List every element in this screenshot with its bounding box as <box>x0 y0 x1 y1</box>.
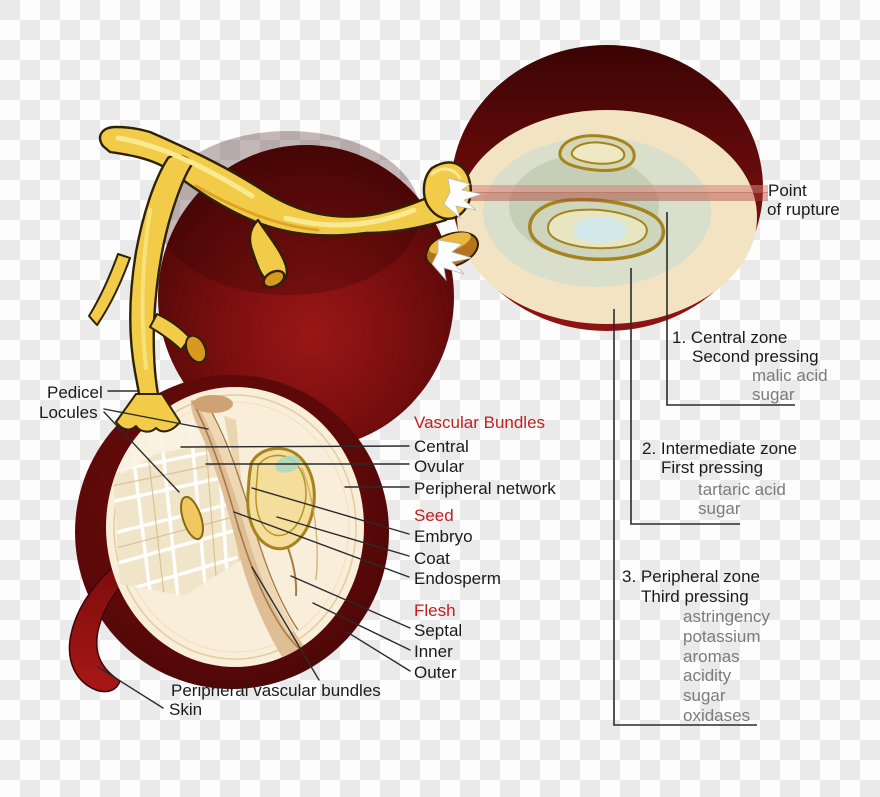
label-zone1-pressing: Second pressing <box>692 347 819 366</box>
zone-connector-2 <box>630 268 740 525</box>
label-inner: Inner <box>414 642 453 661</box>
label-peripheral-network: Peripheral network <box>414 479 556 498</box>
zone-connector-1 <box>666 212 795 406</box>
label-zone1: 1. Central zone <box>672 328 788 347</box>
seed-top <box>558 134 636 172</box>
label-coat: Coat <box>414 549 450 568</box>
pedicel-curl-cap <box>262 269 286 289</box>
tear-burst-upper <box>443 177 484 220</box>
label-skin: Skin <box>169 700 203 719</box>
leader-central <box>180 445 410 448</box>
tear-burst-lower <box>431 239 473 282</box>
cut-grape-cross-section <box>451 45 768 331</box>
leader-outer <box>346 631 411 672</box>
seed-bottom <box>528 197 665 262</box>
label-endosperm: Endosperm <box>414 569 501 588</box>
label-septal: Septal <box>414 621 463 640</box>
peripheral-network-ring <box>113 394 357 660</box>
label-zone2: 2. Intermediate zone <box>642 439 797 458</box>
pedicel-twig <box>88 253 131 326</box>
pedicel-branchlet-pad <box>184 334 208 364</box>
cut-grape-longitudinal <box>68 375 389 693</box>
label-zone2-compound: tartaric acid <box>698 480 786 499</box>
label-outer: Outer <box>414 663 457 682</box>
leader-skin <box>97 666 164 709</box>
zone-connectors <box>613 212 795 726</box>
zone-connector-3 <box>613 309 757 726</box>
label-zone2-pressing: First pressing <box>661 458 764 477</box>
label-point-of-rupture-line2: of rupture <box>767 200 840 219</box>
label-zone3-compound: oxidases <box>683 706 751 725</box>
label-zone3-compound: sugar <box>683 686 726 705</box>
label-peripheral-vascular-bundles: Peripheral vascular bundles <box>171 681 381 700</box>
heading-vascular-bundles: Vascular Bundles <box>414 413 546 432</box>
label-point-of-rupture-line1: Point <box>768 181 807 200</box>
heading-flesh: Flesh <box>414 601 456 620</box>
label-locules: Locules <box>39 403 98 422</box>
leader-locules-2 <box>103 411 180 493</box>
ovule-section <box>180 495 204 541</box>
label-zone3-compound: potassium <box>683 627 761 646</box>
label-embryo: Embryo <box>414 527 473 546</box>
label-central: Central <box>414 437 469 456</box>
label-zone3-compound: acidity <box>683 666 732 685</box>
leader-septal <box>290 575 411 629</box>
leader-lines <box>97 390 411 709</box>
label-zone3-pressing: Third pressing <box>641 587 749 606</box>
leader-endosperm <box>233 511 410 578</box>
leader-peripheral-vascular-bundles <box>251 566 320 681</box>
pedicel-tear <box>425 177 484 282</box>
label-zone1-compound: malic acid <box>752 366 828 385</box>
label-zone2-compound: sugar <box>698 499 741 518</box>
rupture-band <box>452 185 768 201</box>
label-pedicel: Pedicel <box>47 383 103 402</box>
leader-embryo <box>251 487 410 535</box>
leader-coat <box>276 516 410 557</box>
pedicel-foot <box>115 393 181 433</box>
label-ovular: Ovular <box>414 457 465 476</box>
locule-block <box>112 416 248 596</box>
pedicel-vertical-branch <box>129 154 195 408</box>
leader-locules-1 <box>103 408 209 430</box>
pedicel-main-branch <box>98 125 448 237</box>
label-zone1-compound: sugar <box>752 385 795 404</box>
leader-inner <box>312 602 411 651</box>
pedicel-branchlet <box>149 313 191 351</box>
heading-seed: Seed <box>414 506 454 525</box>
label-zone3: 3. Peripheral zone <box>622 567 760 586</box>
label-zone3-compound: astringency <box>683 607 770 626</box>
label-zone3-compound: aromas <box>683 647 740 666</box>
